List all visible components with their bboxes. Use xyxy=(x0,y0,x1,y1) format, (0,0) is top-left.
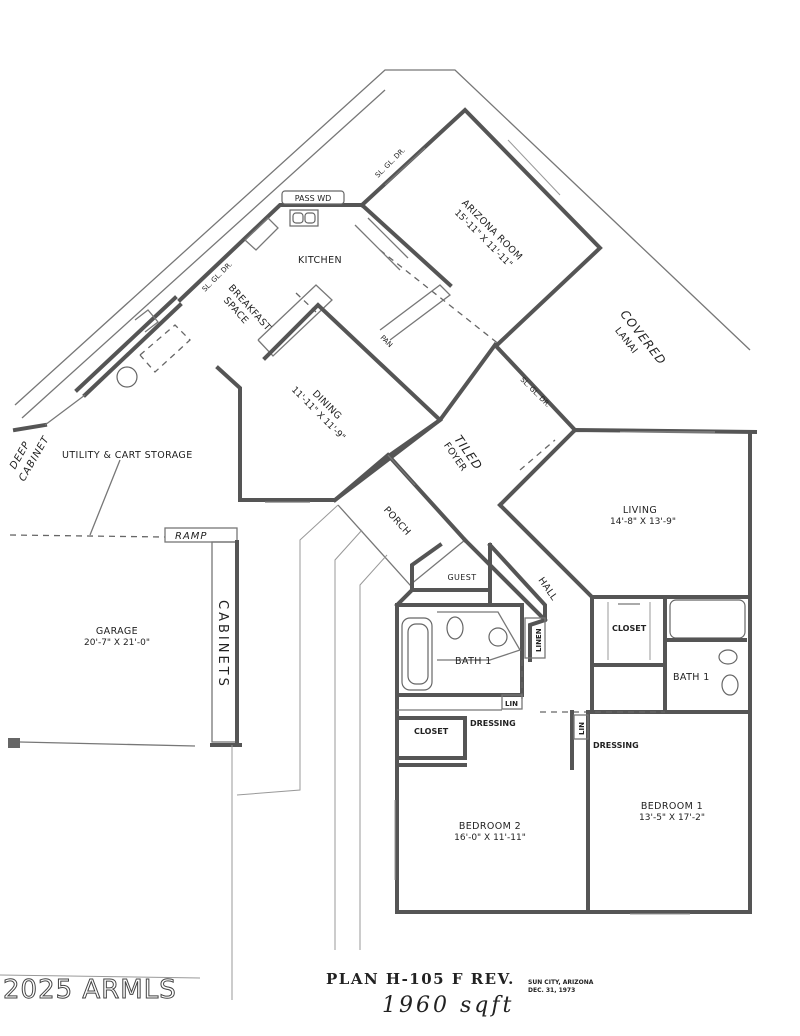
door-labels: SL. GL. DR. SL. GL. DR. SL. GL. DR. PAN xyxy=(201,146,552,409)
ramp-label: RAMP xyxy=(175,531,207,542)
walkway xyxy=(236,504,388,950)
closet-right-label: CLOSET xyxy=(612,624,647,633)
dressing-left-label: DRESSING xyxy=(470,719,516,728)
lin-left-label: LIN xyxy=(505,700,518,708)
plan-title: PLAN H-105 F REV. xyxy=(326,970,515,988)
guest-label: GUEST xyxy=(447,573,476,582)
garage-label: GARAGE xyxy=(96,626,138,637)
kitchen-label: KITCHEN xyxy=(298,255,342,266)
linen-label: LINEN xyxy=(535,628,543,652)
bedroom2-size: 16'-0" X 11'-11" xyxy=(454,833,526,843)
bedroom2-label: BEDROOM 2 xyxy=(459,821,521,832)
living-label: LIVING xyxy=(623,505,657,516)
watermark: 2025 ARMLS xyxy=(0,975,201,1006)
porch-label: PORCH xyxy=(381,505,413,538)
bedroom1-size: 13'-5" X 17'-2" xyxy=(639,813,705,823)
room-labels: ARIZONA ROOM 15'-11" X 11'-11" KITCHEN P… xyxy=(8,194,710,843)
foyer-porch xyxy=(332,341,758,586)
pantry-label: PAN xyxy=(379,334,394,349)
kitchen xyxy=(177,190,453,357)
bedroom-wing xyxy=(394,537,752,915)
sliding-door-arizona-label: SL. GL. DR. xyxy=(374,146,407,179)
cabinets-label: CABINETS xyxy=(215,600,230,689)
pass-window-label: PASS WD xyxy=(295,194,332,203)
closet-left-label: CLOSET xyxy=(414,727,449,736)
bedroom1-label: BEDROOM 1 xyxy=(641,801,703,812)
garage xyxy=(8,459,242,1000)
sliding-door-foyer-label: SL. GL. DR. xyxy=(519,376,552,409)
dressing-right-label: DRESSING xyxy=(593,741,639,750)
utility-label: UTILITY & CART STORAGE xyxy=(62,450,193,461)
arizona-room xyxy=(359,107,603,348)
breakfast-utility-walls xyxy=(12,295,242,502)
area-note: 1960 sqft xyxy=(382,993,514,1018)
bath-right-label: BATH 1 xyxy=(673,672,710,683)
lin-right-label: LIN xyxy=(578,722,586,735)
roof-outline xyxy=(14,69,751,419)
bath-left-label: BATH 1 xyxy=(455,656,492,667)
plan-date: DEC. 31, 1973 xyxy=(528,987,575,994)
watermark-text: 2025 ARMLS xyxy=(3,975,177,1005)
title-block: PLAN H-105 F REV. SUN CITY, ARIZONA DEC.… xyxy=(326,970,594,1018)
dining xyxy=(238,302,444,503)
garage-size: 20'-7" X 21'-0" xyxy=(84,638,150,648)
plan-location: SUN CITY, ARIZONA xyxy=(528,979,594,986)
living-size: 14'-8" X 13'-9" xyxy=(610,517,676,527)
